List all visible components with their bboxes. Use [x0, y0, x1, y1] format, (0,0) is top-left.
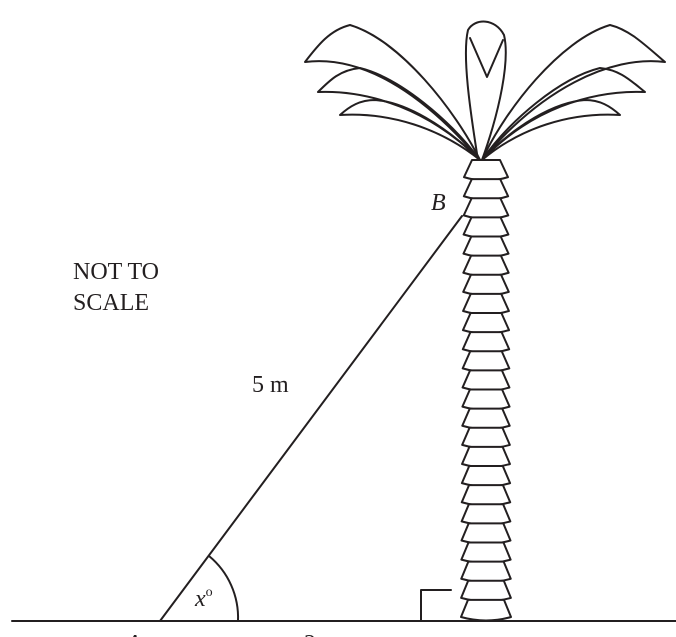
trunk-segment — [460, 465, 512, 488]
angle-arc — [208, 555, 240, 622]
trunk-segment — [462, 216, 510, 239]
palm-fronds — [304, 20, 666, 161]
trunk-segment — [462, 292, 510, 316]
palm-tree-icon — [304, 20, 666, 622]
right-angle-marker-icon — [420, 589, 452, 622]
trunk-segment — [462, 178, 510, 201]
point-a-label: A — [124, 631, 141, 637]
point-b-label: B — [431, 190, 446, 216]
palm-trunk — [460, 159, 512, 622]
trunk-segment — [460, 541, 512, 565]
hypotenuse-label: 5 m — [252, 372, 289, 398]
angle-variable: x — [194, 586, 206, 612]
trunk-segment — [461, 388, 511, 412]
trunk-segment — [460, 484, 512, 507]
angle-degree-symbol: o — [206, 585, 213, 600]
base-label: 2 m — [304, 631, 341, 637]
angle-label: xo — [194, 585, 213, 612]
trunk-segment — [462, 254, 510, 278]
trunk-segment — [461, 350, 511, 373]
trunk-segment — [461, 331, 511, 354]
trunk-segment — [460, 579, 512, 603]
trunk-segment — [462, 197, 510, 220]
trunk-segment — [460, 560, 512, 584]
trunk-segment — [462, 273, 510, 297]
trunk-segment — [461, 369, 511, 392]
trunk-segment — [462, 235, 510, 259]
trunk-segment — [463, 159, 509, 182]
ladder-line — [159, 215, 463, 622]
trunk-segment — [460, 522, 512, 545]
trunk-segment — [461, 312, 511, 335]
trunk-segment — [461, 407, 511, 431]
trunk-segment — [460, 503, 512, 526]
trunk-segment — [461, 426, 511, 450]
trunk-segment — [461, 445, 511, 469]
trunk-segment — [460, 598, 512, 622]
not-to-scale-line1: NOT TO — [73, 259, 159, 285]
not-to-scale-line2: SCALE — [73, 290, 149, 316]
